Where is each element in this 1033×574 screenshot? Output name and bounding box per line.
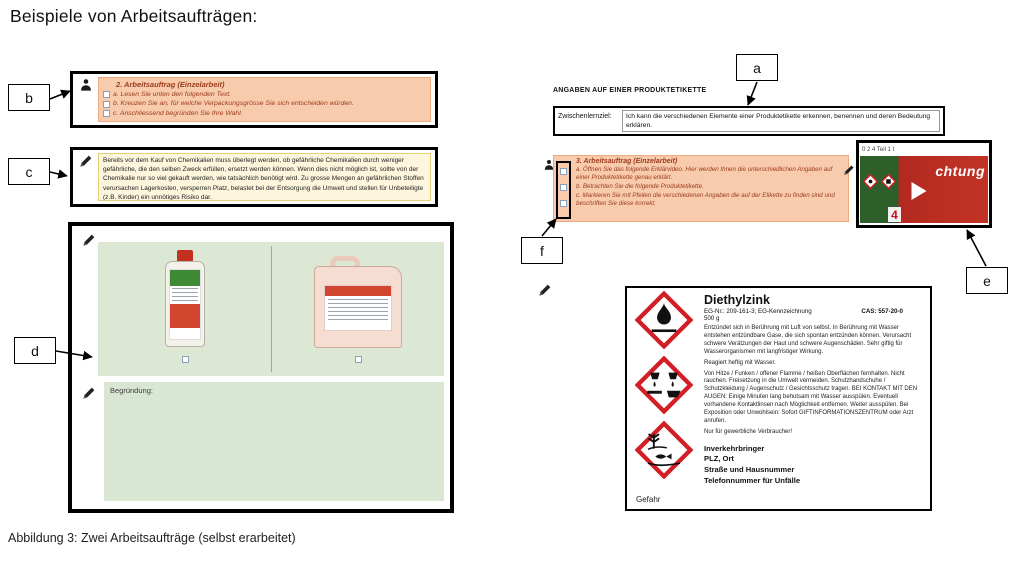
task3-checkbox-b[interactable]	[560, 184, 567, 191]
right-worksheet-header: ANGABEN AUF EINER PRODUKTETIKETTE	[553, 87, 707, 94]
bottle-label-red-band	[169, 304, 200, 328]
bottle-cap	[176, 250, 193, 261]
task3-item: a. Öffnen Sie das folgende Erklärvideo. …	[576, 166, 833, 181]
manufacturer-block: Inverkehrbringer PLZ, Ort Straße und Hau…	[704, 444, 925, 487]
reaction-note: Reagiert heftig mit Wasser.	[704, 359, 776, 366]
canister-label	[323, 285, 392, 331]
annotation-tag-e: e	[966, 267, 1008, 294]
begruendung-label: Begründung:	[110, 386, 153, 395]
worksheet-box-task2: 2. Arbeitsauftrag (Einzelarbeit) a. Lese…	[70, 71, 438, 128]
task2-checkbox-b[interactable]	[103, 100, 110, 108]
annotation-tag-a: a	[736, 54, 778, 81]
pencil-icon	[83, 387, 95, 399]
video-ghs-strip	[863, 174, 896, 189]
signal-word: Gefahr	[636, 495, 661, 504]
etikette-content: Diethylzink EG-Nr.: 209-161-3; EG-Kennze…	[704, 293, 925, 486]
worksheet-box-infotext: Bereits vor dem Kauf von Chemikalien mus…	[70, 147, 438, 207]
product-divider	[271, 246, 272, 372]
task3-checkbox-frame	[556, 161, 571, 219]
task3-title: 3. Arbeitsauftrag (Einzelarbeit)	[576, 158, 678, 165]
lernziel-label: Zwischenlernziel:	[558, 113, 612, 120]
task2-item: b. Kreuzen Sie an, für welche Verpackung…	[103, 100, 426, 108]
person-icon	[544, 160, 554, 170]
task2-title: 2. Arbeitsauftrag (Einzelarbeit)	[116, 80, 225, 89]
task3-item: b. Betrachten Sie die folgende Produktet…	[576, 182, 704, 190]
consumer-note: Nur für gewerbliche Verbraucher!	[704, 428, 793, 435]
person-icon	[80, 79, 91, 91]
product-image-bottle	[163, 250, 207, 348]
hazard-statements: Entzündet sich in Berührung mit Luft von…	[704, 325, 912, 355]
arrow-e	[966, 229, 987, 267]
annotation-tag-b: b	[8, 84, 50, 111]
amount: 500 g	[704, 315, 720, 322]
annotation-tag-d: d	[14, 337, 56, 364]
canister-label-textlines	[327, 299, 388, 321]
lernziel-text: Ich kann die verschiedenen Elemente eine…	[622, 110, 940, 132]
products-panel	[98, 242, 444, 376]
ghs-corrosion-icon	[635, 356, 693, 414]
cas-number: CAS: 557-20-0	[861, 308, 903, 315]
product-checkbox-right[interactable]	[355, 356, 362, 363]
ghs-environment-icon	[635, 421, 693, 479]
canister-body	[313, 266, 402, 348]
info-text-block: Bereits vor dem Kauf von Chemikalien mus…	[98, 153, 431, 201]
product-name: Diethylzink	[704, 293, 770, 307]
play-icon[interactable]	[911, 181, 927, 200]
task2-item: a. Lesen Sie unten den folgenden Text.	[103, 91, 426, 99]
task2-block: 2. Arbeitsauftrag (Einzelarbeit) a. Lese…	[98, 77, 431, 122]
task3-item: c. Markieren Sie mit Pfeilen die verschi…	[576, 191, 835, 207]
task2-item-label: c. Anschliessend begründen Sie Ihre Wahl…	[113, 109, 243, 117]
pencil-icon	[83, 234, 95, 246]
task3-checkbox-a[interactable]	[560, 168, 567, 175]
bottle-label-green-band	[169, 270, 200, 286]
video-screen[interactable]: chtung 4	[860, 156, 988, 223]
manufacturer-line: Telefonnummer für Unfälle	[704, 475, 801, 485]
arrow-c	[49, 169, 68, 179]
bottle-body	[164, 261, 205, 347]
task2-checkbox-c[interactable]	[103, 110, 110, 118]
manufacturer-line: PLZ, Ort	[704, 454, 734, 464]
canister-label-red-band	[324, 286, 391, 296]
bottle-label-textlines	[171, 288, 198, 302]
begruendung-panel[interactable]: Begründung:	[104, 382, 444, 501]
task2-item-label: b. Kreuzen Sie an, für welche Verpackung…	[113, 100, 354, 108]
etikette-box: Gefahr Diethylzink EG-Nr.: 209-161-3; EG…	[625, 286, 932, 511]
ghs-mini-icon	[881, 174, 896, 189]
ghs-mini-icon	[863, 174, 878, 189]
writing-hand-icon	[79, 155, 91, 167]
video-badge: 4	[888, 207, 901, 222]
annotation-tag-c: c	[8, 158, 50, 185]
video-box[interactable]: 0 2 4 Teil 1 t chtung 4	[856, 140, 992, 228]
ghs-pictogram-column	[635, 291, 697, 486]
product-option-right	[271, 248, 444, 348]
writing-hand-icon	[844, 165, 854, 175]
product-image-canister	[313, 256, 402, 348]
ghs-flame-icon	[635, 291, 693, 349]
worksheet-box-products: Begründung:	[68, 222, 454, 513]
eg-number: EG-Nr.: 209-161-3; EG-Kennzeichnung	[704, 308, 812, 315]
task2-item: c. Anschliessend begründen Sie Ihre Wahl…	[103, 109, 426, 118]
video-titlebar: 0 2 4 Teil 1 t	[862, 147, 895, 153]
product-checkbox-left[interactable]	[182, 356, 189, 363]
precaution-statements: Von Hitze / Funken / offener Flamme / he…	[704, 370, 918, 424]
product-option-left	[98, 248, 271, 348]
manufacturer-line: Straße und Hausnummer	[704, 465, 795, 475]
page-title: Beispiele von Arbeitsaufträgen:	[10, 6, 258, 26]
arrow-a	[746, 81, 758, 106]
bottle-label	[168, 269, 201, 340]
annotation-tag-f: f	[521, 237, 563, 264]
arrow-b	[49, 89, 71, 100]
task3-block: 3. Arbeitsauftrag (Einzelarbeit) a. Öffn…	[553, 155, 849, 222]
manufacturer-line: Inverkehrbringer	[704, 443, 765, 453]
figure-caption: Abbildung 3: Zwei Arbeitsaufträge (selbs…	[8, 531, 296, 545]
video-overlay-text: chtung	[935, 163, 985, 179]
task2-item-label: a. Lesen Sie unten den folgenden Text.	[113, 91, 232, 98]
lernziel-box: Zwischenlernziel: Ich kann die verschied…	[553, 106, 945, 136]
task2-checkbox-a[interactable]	[103, 91, 110, 99]
pencil-icon	[539, 284, 551, 296]
task3-checkbox-c[interactable]	[560, 200, 567, 207]
